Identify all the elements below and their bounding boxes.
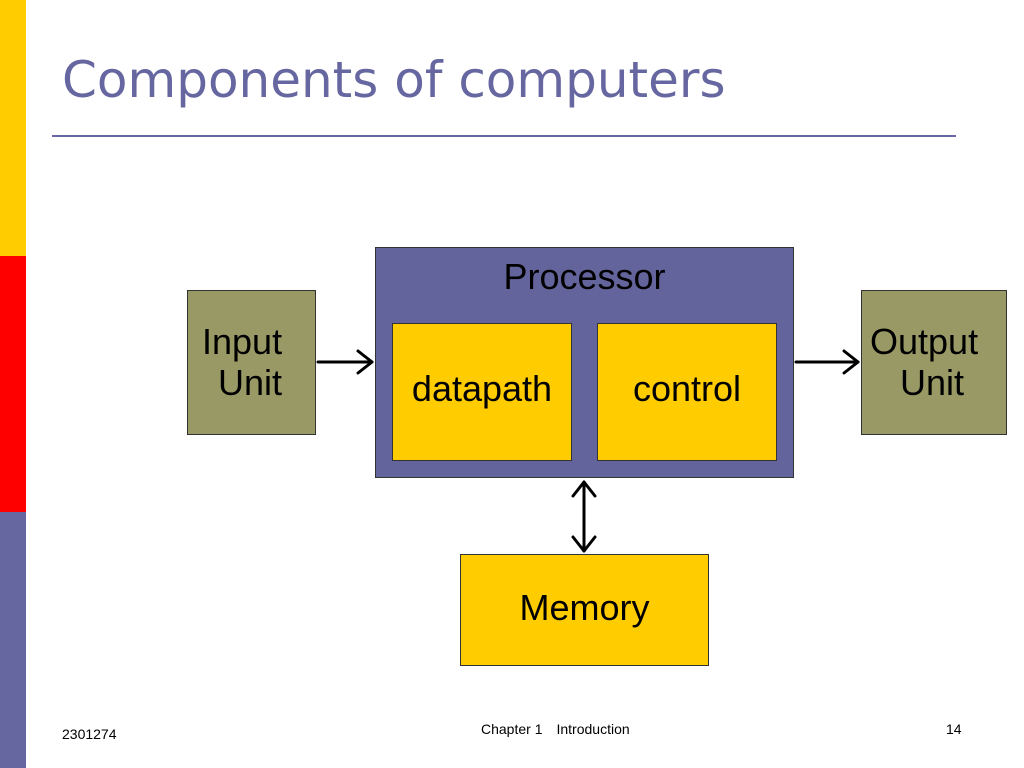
output-unit-label-line2: Unit <box>900 362 965 404</box>
processor-label: Processor <box>503 256 666 297</box>
side-bar-purple <box>0 512 26 768</box>
input-unit-label-line1: Input <box>202 321 283 362</box>
slide-title: Components of computers <box>62 51 726 109</box>
datapath-box: datapath <box>392 323 572 461</box>
datapath-label: datapath <box>411 368 553 409</box>
input-unit-label: Input Unit <box>202 321 282 404</box>
footer-section: Introduction <box>556 721 630 737</box>
processor-memory-bidirectional-arrow <box>571 480 597 553</box>
memory-label: Memory <box>519 587 650 628</box>
output-unit-box: Output Unit <box>861 290 1007 435</box>
footer-chapter-info: Chapter 1 Introduction <box>481 721 630 737</box>
control-box: control <box>597 323 777 461</box>
footer-chapter: Chapter 1 <box>481 721 543 737</box>
side-bar-red <box>0 256 26 512</box>
footer-page-number: 14 <box>946 721 962 737</box>
control-label: control <box>632 368 742 409</box>
memory-box: Memory <box>460 554 709 666</box>
footer-course-code: 2301274 <box>62 726 117 742</box>
title-divider <box>52 135 956 137</box>
side-bar-yellow <box>0 0 26 256</box>
processor-to-output-arrow <box>794 349 860 375</box>
output-unit-label: Output Unit <box>870 321 978 404</box>
input-unit-label-line2: Unit <box>218 362 283 404</box>
input-unit-box: Input Unit <box>187 290 316 435</box>
input-to-processor-arrow <box>316 349 374 375</box>
output-unit-label-line1: Output <box>870 321 979 362</box>
